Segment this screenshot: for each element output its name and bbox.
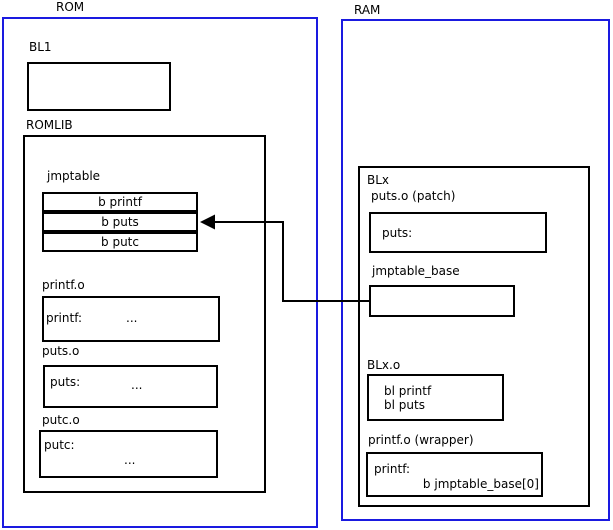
romlib-label: ROMLIB: [26, 118, 73, 132]
jmptable-label: jmptable: [47, 169, 101, 183]
jmptable-entry-printf: b printf: [42, 192, 198, 212]
puts-o-box: puts: ...: [43, 365, 218, 408]
puts-ellipsis: ...: [131, 378, 143, 392]
puts-patch-label: puts.o (patch): [371, 189, 456, 203]
puts-symbol: puts:: [50, 375, 81, 389]
blx-o-label: BLx.o: [367, 358, 401, 372]
jmptable: b printf b puts b putc: [42, 192, 198, 252]
jmptable-entry-putc: b putc: [42, 232, 198, 252]
bl1-label: BL1: [29, 40, 52, 54]
blx-o-box: bl printf bl puts: [367, 374, 504, 421]
ram-section-title: RAM: [354, 3, 381, 17]
printf-ellipsis: ...: [126, 311, 138, 325]
puts-o-label: puts.o: [42, 344, 80, 358]
putc-o-box: putc: ...: [39, 430, 218, 478]
puts-patch-box: puts:: [369, 212, 547, 253]
jmptable-base-label: jmptable_base: [372, 264, 460, 278]
blx-o-line-bl-printf: bl printf: [384, 384, 432, 398]
printf-wrapper-symbol: printf:: [374, 462, 411, 476]
printf-wrapper-box: printf: b jmptable_base[0]: [366, 452, 543, 497]
printf-wrapper-label: printf.o (wrapper): [368, 433, 474, 447]
blx-label: BLx: [367, 173, 390, 187]
putc-ellipsis: ...: [124, 453, 136, 467]
printf-o-label: printf.o: [42, 278, 85, 292]
printf-o-box: printf: ...: [42, 296, 220, 342]
puts-patch-symbol: puts:: [382, 226, 413, 240]
rom-section-title: ROM: [56, 0, 85, 14]
bl1-box: [27, 62, 171, 111]
jmptable-base-box: [369, 285, 515, 317]
jmptable-entry-puts: b puts: [42, 212, 198, 232]
putc-o-label: putc.o: [42, 413, 80, 427]
printf-symbol: printf:: [46, 311, 83, 325]
blx-o-line-bl-puts: bl puts: [384, 398, 425, 412]
printf-wrapper-branch: b jmptable_base[0]: [422, 477, 539, 491]
putc-symbol: putc:: [44, 438, 75, 452]
